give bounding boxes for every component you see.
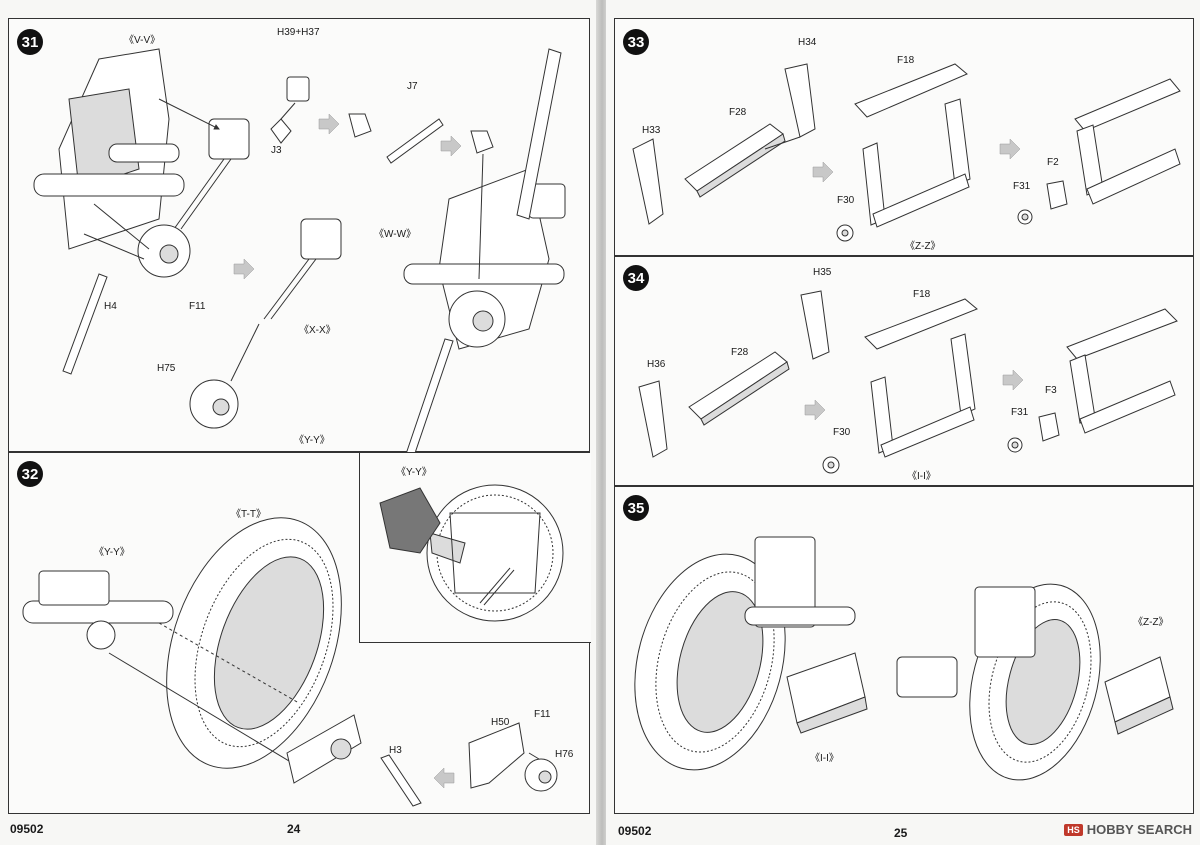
step-35-panel: 35 《I-I》 《Z-Z》 bbox=[614, 486, 1194, 814]
watermark-brand: HOBBY SEARCH bbox=[1086, 822, 1192, 837]
page-number-right: 25 bbox=[894, 826, 908, 840]
step-31-illustration bbox=[33, 48, 566, 460]
step-33-panel: 33 bbox=[614, 18, 1194, 256]
step-34-illustration bbox=[638, 290, 1178, 474]
label-vv: 《V-V》 bbox=[124, 35, 161, 46]
label-tt: 《T-T》 bbox=[231, 509, 266, 520]
step-31-panel: 31 bbox=[8, 18, 590, 460]
left-page: 31 bbox=[0, 0, 598, 845]
label-yy: 《Y-Y》 bbox=[294, 435, 330, 446]
label-f31-34: F31 bbox=[1011, 407, 1029, 418]
label-h35: H35 bbox=[813, 267, 832, 278]
label-zz: 《Z-Z》 bbox=[905, 241, 941, 252]
label-h4: H4 bbox=[104, 301, 117, 312]
step-34-panel: 34 H35 F18 H36 F28 F30 F31 F3 《I bbox=[614, 256, 1194, 486]
label-f18: F18 bbox=[897, 55, 915, 66]
label-yy-32: 《Y-Y》 bbox=[94, 547, 130, 558]
step-35-number: 35 bbox=[623, 495, 649, 521]
step-32-illustration bbox=[22, 517, 558, 807]
label-j7: J7 bbox=[407, 81, 418, 92]
label-h34: H34 bbox=[798, 37, 817, 48]
label-f11-32: F11 bbox=[534, 709, 551, 720]
label-h36: H36 bbox=[647, 359, 666, 370]
label-ii: 《I-I》 bbox=[907, 471, 936, 482]
label-h39-h37: H39+H37 bbox=[277, 27, 320, 38]
label-h50: H50 bbox=[491, 717, 510, 728]
label-f30-34: F30 bbox=[833, 427, 851, 438]
label-f18-34: F18 bbox=[913, 289, 931, 300]
step-31-number: 31 bbox=[17, 29, 43, 55]
step-32-inset: 《Y-Y》 bbox=[359, 453, 591, 643]
footer-code-left: 09502 bbox=[10, 822, 44, 836]
label-f3: F3 bbox=[1045, 385, 1057, 396]
label-ii-35: 《I-I》 bbox=[810, 753, 839, 764]
label-xx: 《X-X》 bbox=[299, 325, 336, 336]
label-f31: F31 bbox=[1013, 181, 1031, 192]
step-32-panel: 32 《T-T》 《Y-Y》 H3 H50 bbox=[8, 452, 591, 814]
right-page: 33 bbox=[606, 0, 1200, 845]
book-gutter bbox=[596, 0, 608, 845]
label-zz-35: 《Z-Z》 bbox=[1133, 617, 1169, 628]
label-f28: F28 bbox=[729, 107, 747, 118]
label-inset-yy: 《Y-Y》 bbox=[396, 467, 432, 478]
label-f28-34: F28 bbox=[731, 347, 749, 358]
label-ww: 《W-W》 bbox=[374, 229, 417, 240]
label-f2: F2 bbox=[1047, 157, 1059, 168]
label-h3: H3 bbox=[389, 745, 402, 756]
label-h75: H75 bbox=[157, 363, 176, 374]
watermark-badge: HS bbox=[1064, 823, 1083, 836]
hobby-search-watermark: HS HOBBY SEARCH bbox=[1064, 822, 1192, 837]
inset-illustration bbox=[379, 484, 564, 622]
label-j3: J3 bbox=[271, 145, 282, 156]
step-33-number: 33 bbox=[623, 29, 649, 55]
step-33-illustration bbox=[632, 63, 1181, 242]
label-f11: F11 bbox=[189, 301, 206, 312]
footer-code-right: 09502 bbox=[618, 824, 652, 838]
label-h76: H76 bbox=[555, 749, 574, 760]
label-f30: F30 bbox=[837, 195, 855, 206]
page-number-left: 24 bbox=[287, 822, 301, 836]
step-34-number: 34 bbox=[623, 265, 649, 291]
step-32-number: 32 bbox=[17, 461, 43, 487]
label-h33: H33 bbox=[642, 125, 661, 136]
step-35-illustration bbox=[634, 536, 1174, 781]
